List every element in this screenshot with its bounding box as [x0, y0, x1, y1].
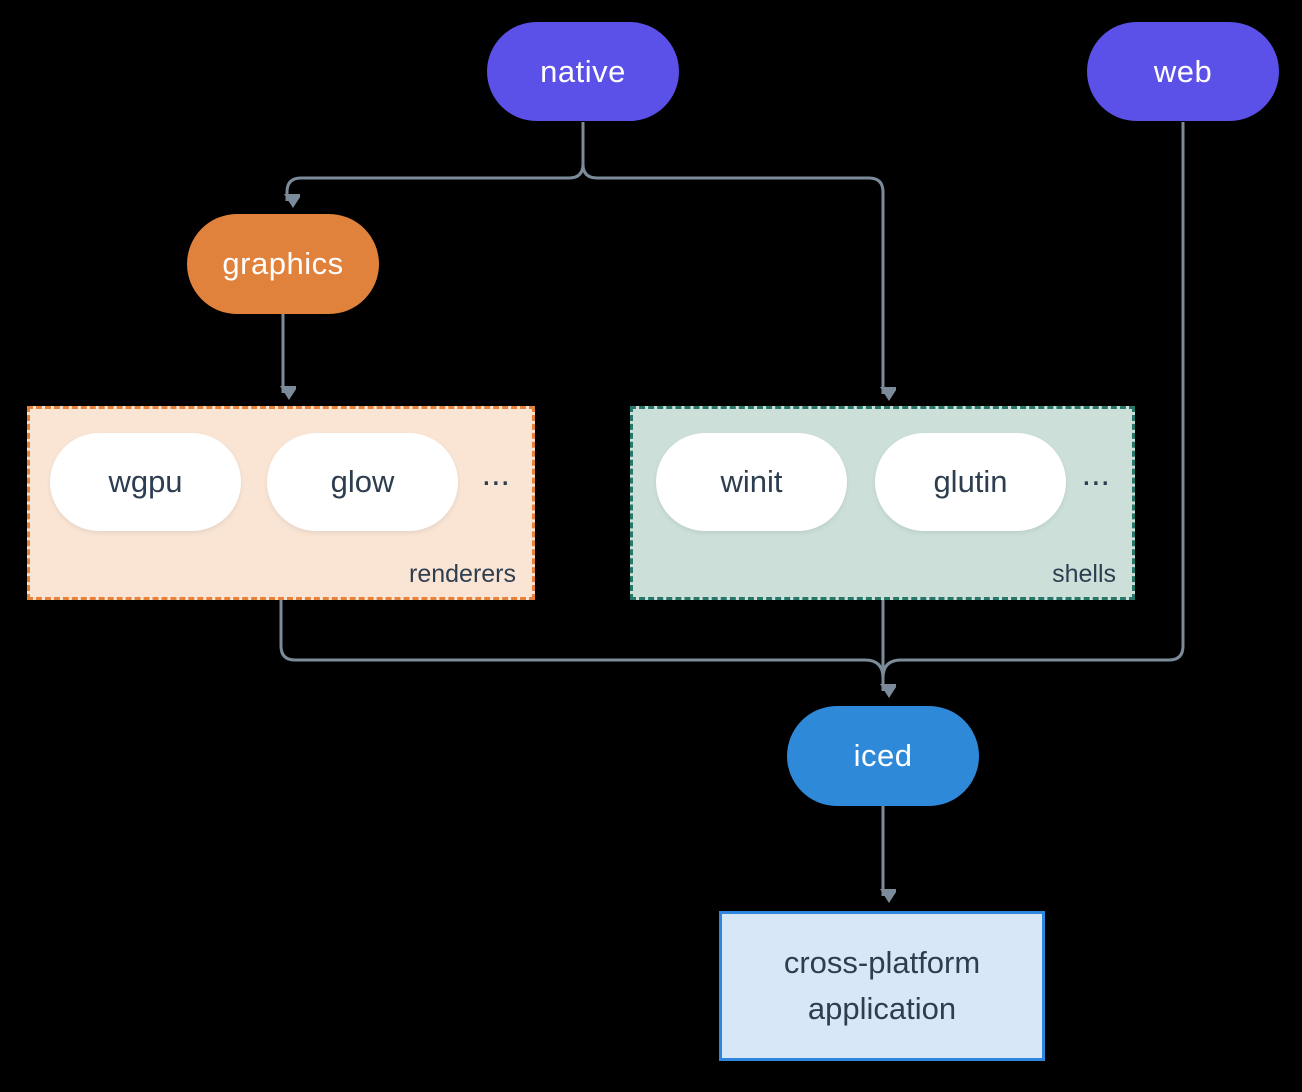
- node-glutin: glutin: [875, 433, 1066, 531]
- node-native: native: [487, 22, 679, 121]
- node-glow-label: glow: [330, 464, 395, 499]
- node-winit-label: winit: [720, 464, 783, 499]
- node-web-label: web: [1153, 53, 1213, 89]
- group-renderers-label: renderers: [409, 560, 516, 588]
- shells-ellipsis: ...: [1081, 455, 1110, 493]
- node-web: web: [1087, 22, 1279, 121]
- node-cross-platform-application-label: cross-platform application: [783, 944, 981, 1027]
- connector-native-to-graphics: [287, 122, 585, 201]
- group-shells: winit glutin ... shells: [630, 406, 1135, 600]
- connector-native-to-shells: [581, 122, 883, 394]
- node-graphics: graphics: [187, 214, 379, 314]
- node-graphics-label: graphics: [222, 246, 344, 281]
- node-iced-label: iced: [853, 738, 913, 773]
- group-renderers: wgpu glow ... renderers: [27, 406, 535, 600]
- node-wgpu: wgpu: [50, 433, 241, 531]
- node-iced: iced: [787, 706, 979, 806]
- node-native-label: native: [540, 53, 626, 89]
- group-shells-label: shells: [1052, 560, 1116, 588]
- node-cross-platform-application: cross-platform application: [719, 911, 1045, 1061]
- node-winit: winit: [656, 433, 847, 531]
- renderers-ellipsis: ...: [481, 455, 510, 493]
- connector-renderers-to-merge: [279, 600, 885, 679]
- node-wgpu-label: wgpu: [108, 464, 183, 499]
- node-glutin-label: glutin: [933, 464, 1008, 499]
- node-glow: glow: [267, 433, 458, 531]
- connector-web-to-merge: [881, 122, 1185, 679]
